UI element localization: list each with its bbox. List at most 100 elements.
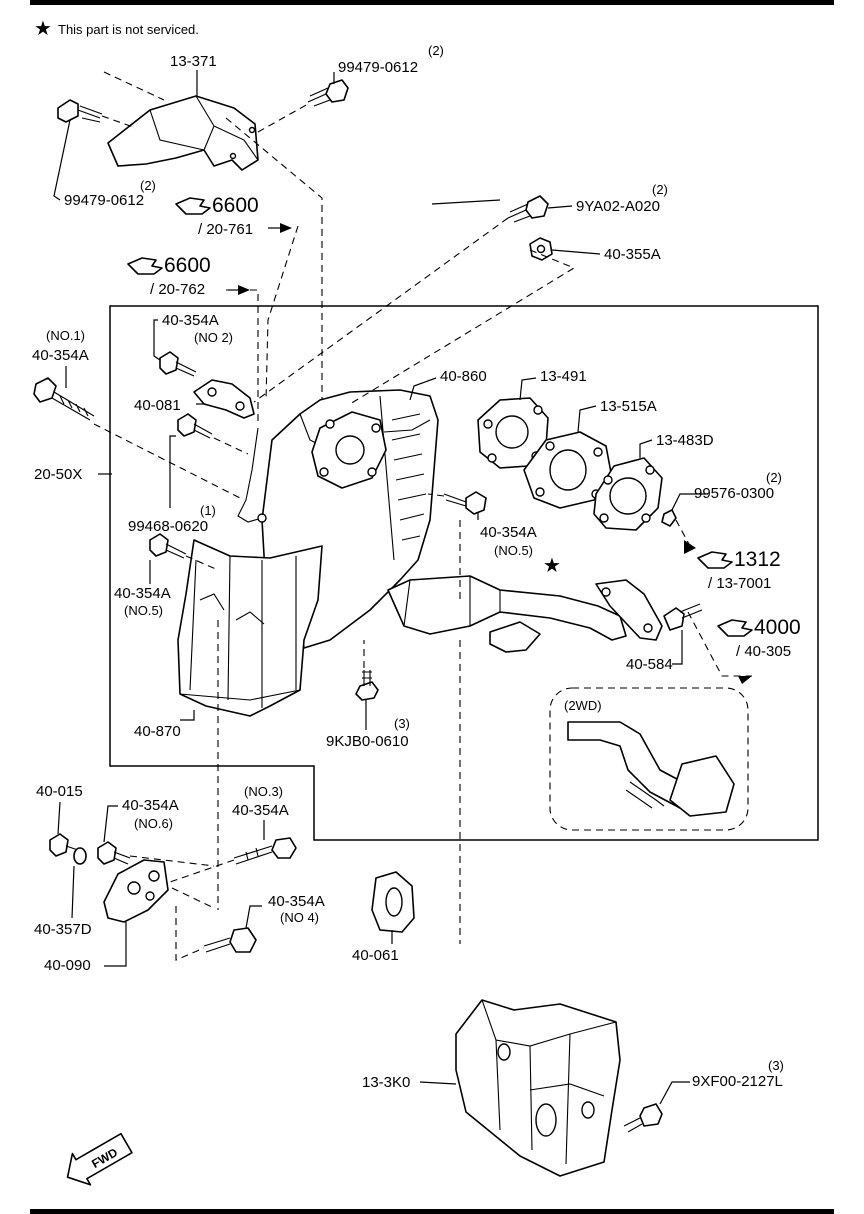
qty-9xf00: (3) xyxy=(768,1058,784,1073)
bolt-99479-left[interactable] xyxy=(57,99,103,123)
legend-text: This part is not serviced. xyxy=(58,22,199,37)
star-icon: ★ xyxy=(34,18,52,40)
label-40-584[interactable]: 40-584 xyxy=(626,656,673,673)
ref-6600-a[interactable]: 6600 / 20-761 xyxy=(175,194,259,238)
label-13-3k0[interactable]: 13-3K0 xyxy=(362,1074,410,1091)
top-rule xyxy=(30,0,834,5)
qty-99576: (2) xyxy=(766,470,782,485)
not-serviced-star-icon: ★ xyxy=(543,555,561,577)
ref-6600-a-figure[interactable]: 6600 xyxy=(212,194,259,217)
pipe-2wd-variant[interactable] xyxy=(567,721,735,817)
pointing-hand-icon xyxy=(175,197,211,215)
bolt-40-354a-no5-left[interactable] xyxy=(149,533,187,559)
note-40-354a-no3: (NO.3) xyxy=(244,784,283,799)
note-40-354a-no2: (NO 2) xyxy=(194,330,233,345)
note-40-354a-no4: (NO 4) xyxy=(280,910,319,925)
qty-99479-right: (2) xyxy=(428,43,444,58)
ref-arrows xyxy=(228,223,752,684)
note-40-354a-no5-mid: (NO.5) xyxy=(494,543,533,558)
ref-6600-b-sub: / 20-762 xyxy=(150,281,205,298)
gasket-13-483d[interactable] xyxy=(593,457,663,531)
qty-99479-left: (2) xyxy=(140,178,156,193)
ref-6600-a-sub: / 20-761 xyxy=(198,221,253,238)
assembly-boundary xyxy=(109,305,819,841)
heat-insulator-13-371[interactable] xyxy=(107,95,259,171)
note-40-354a-no5-left: (NO.5) xyxy=(124,603,163,618)
label-40-061[interactable]: 40-061 xyxy=(352,947,399,964)
bolt-9xf00[interactable] xyxy=(623,1103,663,1133)
label-40-354a-no6[interactable]: 40-354A xyxy=(122,797,179,814)
label-13-491[interactable]: 13-491 xyxy=(540,368,587,385)
label-13-483d[interactable]: 13-483D xyxy=(656,432,714,449)
pointing-hand-icon xyxy=(127,257,163,275)
label-40-081[interactable]: 40-081 xyxy=(134,397,181,414)
part-labels: 13-371 (2) 99479-0612 (2) 99479-0612 (2)… xyxy=(32,43,784,1091)
label-99479-left[interactable]: 99479-0612 xyxy=(64,192,144,209)
rubber-hanger-40-061[interactable] xyxy=(371,871,415,933)
qty-9kjb0: (3) xyxy=(394,716,410,731)
label-40-354a-no2[interactable]: 40-354A xyxy=(162,312,219,329)
pointing-hand-icon xyxy=(717,619,753,637)
bolt-40-354a-no5-mid[interactable] xyxy=(443,491,487,515)
label-9xf00[interactable]: 9XF00-2127L xyxy=(692,1073,783,1090)
ring-40-357d[interactable] xyxy=(73,847,87,865)
bolt-9ya02[interactable] xyxy=(507,195,549,223)
inset-2wd-label: (2WD) xyxy=(564,698,602,713)
label-13-515a[interactable]: 13-515A xyxy=(600,398,657,415)
label-40-015[interactable]: 40-015 xyxy=(36,783,83,800)
bolt-40-354a-no4[interactable] xyxy=(203,927,257,953)
ref-1312[interactable]: 1312 / 13-7001 xyxy=(697,548,781,592)
ref-4000-sub: / 40-305 xyxy=(736,643,791,660)
bolt-40-354a-no6[interactable] xyxy=(97,841,131,865)
label-40-354a-no5-left[interactable]: 40-354A xyxy=(114,585,171,602)
qty-99468: (1) xyxy=(200,503,216,518)
assembly-lines xyxy=(93,71,752,961)
label-99576[interactable]: 99576-0300 xyxy=(694,485,774,502)
bolt-40-354a-no2[interactable] xyxy=(159,351,197,377)
bracket-40-081[interactable] xyxy=(193,379,255,419)
clip-99576[interactable] xyxy=(661,509,677,527)
pointing-hand-icon xyxy=(697,551,733,569)
ref-1312-sub: / 13-7001 xyxy=(708,575,771,592)
label-40-860[interactable]: 40-860 xyxy=(440,368,487,385)
label-99479-right[interactable]: 99479-0612 xyxy=(338,59,418,76)
bolt-40-354a-no3[interactable] xyxy=(233,837,297,865)
ref-6600-b[interactable]: 6600 / 20-762 xyxy=(127,254,211,298)
fwd-arrow-icon: FWD xyxy=(66,1132,133,1186)
bolt-9kjb0[interactable] xyxy=(355,670,379,701)
qty-9ya02: (2) xyxy=(652,182,668,197)
ref-4000-figure[interactable]: 4000 xyxy=(754,616,801,639)
label-9ya02[interactable]: 9YA02-A020 xyxy=(576,198,660,215)
label-9kjb0[interactable]: 9KJB0-0610 xyxy=(326,733,409,750)
front-pipe-converter[interactable] xyxy=(387,575,663,653)
label-40-357d[interactable]: 40-357D xyxy=(34,921,92,938)
note-40-354a-no1: (NO.1) xyxy=(46,328,85,343)
label-40-355a[interactable]: 40-355A xyxy=(604,246,661,263)
bolt-40-354a-no1[interactable] xyxy=(33,377,95,421)
nut-40-355a[interactable] xyxy=(529,237,553,261)
ref-6600-b-figure[interactable]: 6600 xyxy=(164,254,211,277)
label-40-870[interactable]: 40-870 xyxy=(134,723,181,740)
bottom-rule xyxy=(30,1209,834,1214)
label-40-090[interactable]: 40-090 xyxy=(44,957,91,974)
label-40-354a-no4[interactable]: 40-354A xyxy=(268,893,325,910)
label-40-354a-no3[interactable]: 40-354A xyxy=(232,802,289,819)
label-40-354a-no5-mid[interactable]: 40-354A xyxy=(480,524,537,541)
label-40-354a-no1[interactable]: 40-354A xyxy=(32,347,89,364)
bracket-40-090[interactable] xyxy=(103,859,169,923)
bolt-99468[interactable] xyxy=(177,413,213,439)
leader-lines xyxy=(53,70,708,1105)
label-20-50x[interactable]: 20-50X xyxy=(34,466,82,483)
label-99468[interactable]: 99468-0620 xyxy=(128,518,208,535)
note-40-354a-no6: (NO.6) xyxy=(134,816,173,831)
ref-4000[interactable]: 4000 / 40-305 xyxy=(717,616,801,660)
bolt-99479-right[interactable] xyxy=(307,79,349,107)
inset-2wd-box xyxy=(549,687,749,831)
ref-1312-figure[interactable]: 1312 xyxy=(734,548,781,571)
legend: ★ This part is not serviced. xyxy=(34,18,199,40)
heat-shield-40-870[interactable] xyxy=(177,539,323,717)
stud-40-584[interactable] xyxy=(663,603,703,631)
under-cover-13-3k0[interactable] xyxy=(455,999,621,1177)
label-13-371[interactable]: 13-371 xyxy=(170,53,217,70)
